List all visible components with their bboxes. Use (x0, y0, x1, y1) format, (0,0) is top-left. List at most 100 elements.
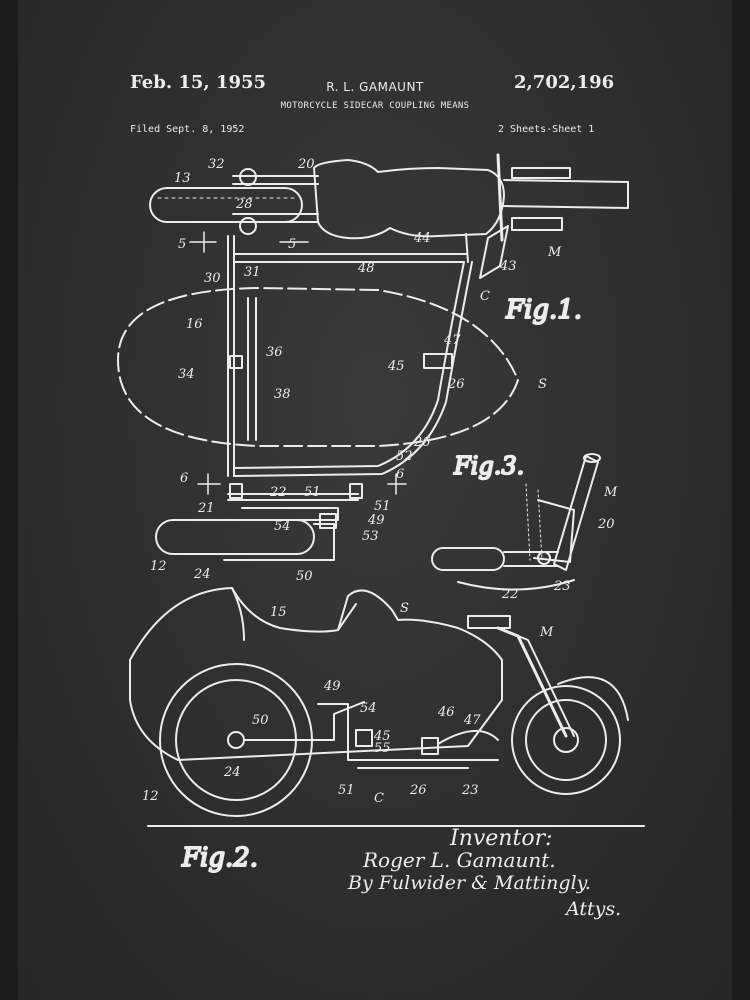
callout: 26 (413, 435, 431, 450)
callout: 22 (501, 587, 519, 602)
callout: 45 (373, 729, 391, 744)
fig3-callouts: M 20 22 23 (501, 485, 618, 602)
lower-cross-bar (227, 493, 359, 501)
callout: 5 (288, 237, 296, 252)
rear-frame-rails (232, 175, 319, 223)
coupling-knob-top (239, 168, 257, 186)
sidecar-hub (227, 731, 245, 749)
callout: 32 (208, 157, 225, 172)
inventor-name: Roger L. Gamaunt. (363, 848, 556, 872)
clamp-21 (229, 483, 243, 499)
callout: 13 (174, 171, 191, 186)
windshield-line (337, 603, 357, 631)
patent-sheet: Feb. 15, 1955 R. L. GAMAUNT 2,702,196 MO… (18, 0, 732, 1000)
callout: 49 (323, 679, 341, 694)
callout: 28 (235, 197, 253, 212)
callout: 51 (338, 783, 355, 798)
callout: M (603, 485, 618, 500)
clamp-45-side (421, 737, 439, 755)
sidecar-body-side (129, 587, 503, 761)
clamp-51 (349, 483, 363, 499)
front-fender (557, 676, 629, 721)
fig3-shaft (503, 551, 559, 567)
fig3-hatch (525, 483, 543, 561)
callout: 34 (178, 367, 195, 382)
fork-tube-m (553, 455, 599, 571)
callout: 45 (387, 359, 405, 374)
clamp-34 (229, 355, 243, 369)
callout: 23 (553, 579, 571, 594)
callout: 54 (274, 519, 291, 534)
callout: C (374, 791, 384, 806)
callout: 48 (357, 261, 375, 276)
callout: 26 (447, 377, 465, 392)
fig3-drawing (431, 453, 601, 591)
fig1-callouts: 13 32 20 28 5 5 30 31 44 43 M 48 C 16 36… (150, 157, 562, 584)
attorneys-signature: By Fulwider & Mattingly. (348, 872, 591, 894)
fig2-label: Fig.2. (181, 843, 258, 873)
callout: 6 (180, 471, 188, 486)
fig3-arc (457, 579, 575, 591)
clamp-43 (479, 225, 509, 279)
callout: 20 (597, 517, 615, 532)
handlebar-grip (511, 167, 571, 179)
callout: 55 (374, 741, 391, 756)
coupling-knob-mid (239, 217, 257, 235)
fig2-drawing (129, 587, 645, 827)
clamp-53 (319, 513, 337, 529)
bracket-44 (465, 233, 469, 263)
coupling-arm-47 (437, 729, 499, 745)
callout: 54 (360, 701, 377, 716)
callout: 46 (437, 705, 455, 720)
callout: 44 (413, 231, 431, 246)
curved-bar-c-outer (233, 261, 473, 477)
handlebar-grip-lower (511, 217, 563, 231)
front-hub (553, 727, 579, 753)
callout: 16 (186, 317, 203, 332)
callout: 51 (374, 499, 391, 514)
section-line-5 (189, 231, 309, 253)
patent-date: Feb. 15, 1955 (130, 72, 267, 93)
section-line-6 (197, 473, 407, 495)
callout: 12 (150, 559, 167, 574)
patent-drawing: Fig.1. Fig.3. Fig.2. 13 32 20 28 5 5 30 … (117, 153, 645, 874)
sidecar-cowl-line (231, 587, 245, 641)
callout: 36 (266, 345, 283, 360)
callout: 12 (142, 789, 159, 804)
cross-bar-48 (233, 253, 467, 263)
motorcycle-seat-tank (313, 159, 505, 240)
sidecar-body-outline (117, 287, 519, 447)
exhaust-bend-50 (223, 523, 335, 561)
callout: M (539, 625, 554, 640)
callout: 21 (197, 501, 215, 516)
callout: 50 (252, 713, 269, 728)
callout: S (538, 377, 547, 392)
callout: S (400, 601, 409, 616)
handlebar-grip-side (467, 615, 511, 629)
upper-footrest-tube (149, 187, 303, 223)
clamp-45 (423, 353, 453, 369)
callout: 53 (362, 529, 379, 544)
callout: 6 (396, 467, 404, 482)
front-fork-side-2 (507, 631, 575, 737)
inventor-short-name: R. L. GAMAUNT (326, 80, 424, 94)
callout: 52 (396, 449, 413, 464)
callout: 24 (193, 567, 211, 582)
callout: 51 (304, 485, 321, 500)
attys-label: Attys. (566, 898, 622, 920)
callout: 5 (178, 237, 186, 252)
patent-number: 2,702,196 (514, 72, 615, 93)
callout: 47 (463, 713, 481, 728)
callout: 23 (461, 783, 479, 798)
lower-footrest-tube (155, 519, 315, 555)
fork-tube-top (583, 453, 601, 463)
clamp-55 (355, 729, 373, 747)
fig1-label: Fig.1. (505, 295, 582, 325)
callout: 43 (499, 259, 517, 274)
inventor-label: Inventor: (450, 826, 553, 851)
handlebar (496, 153, 504, 242)
callout: 30 (204, 271, 221, 286)
fig1-drawing (117, 153, 629, 561)
callout: 47 (443, 333, 461, 348)
fig3-bolt (537, 551, 551, 565)
